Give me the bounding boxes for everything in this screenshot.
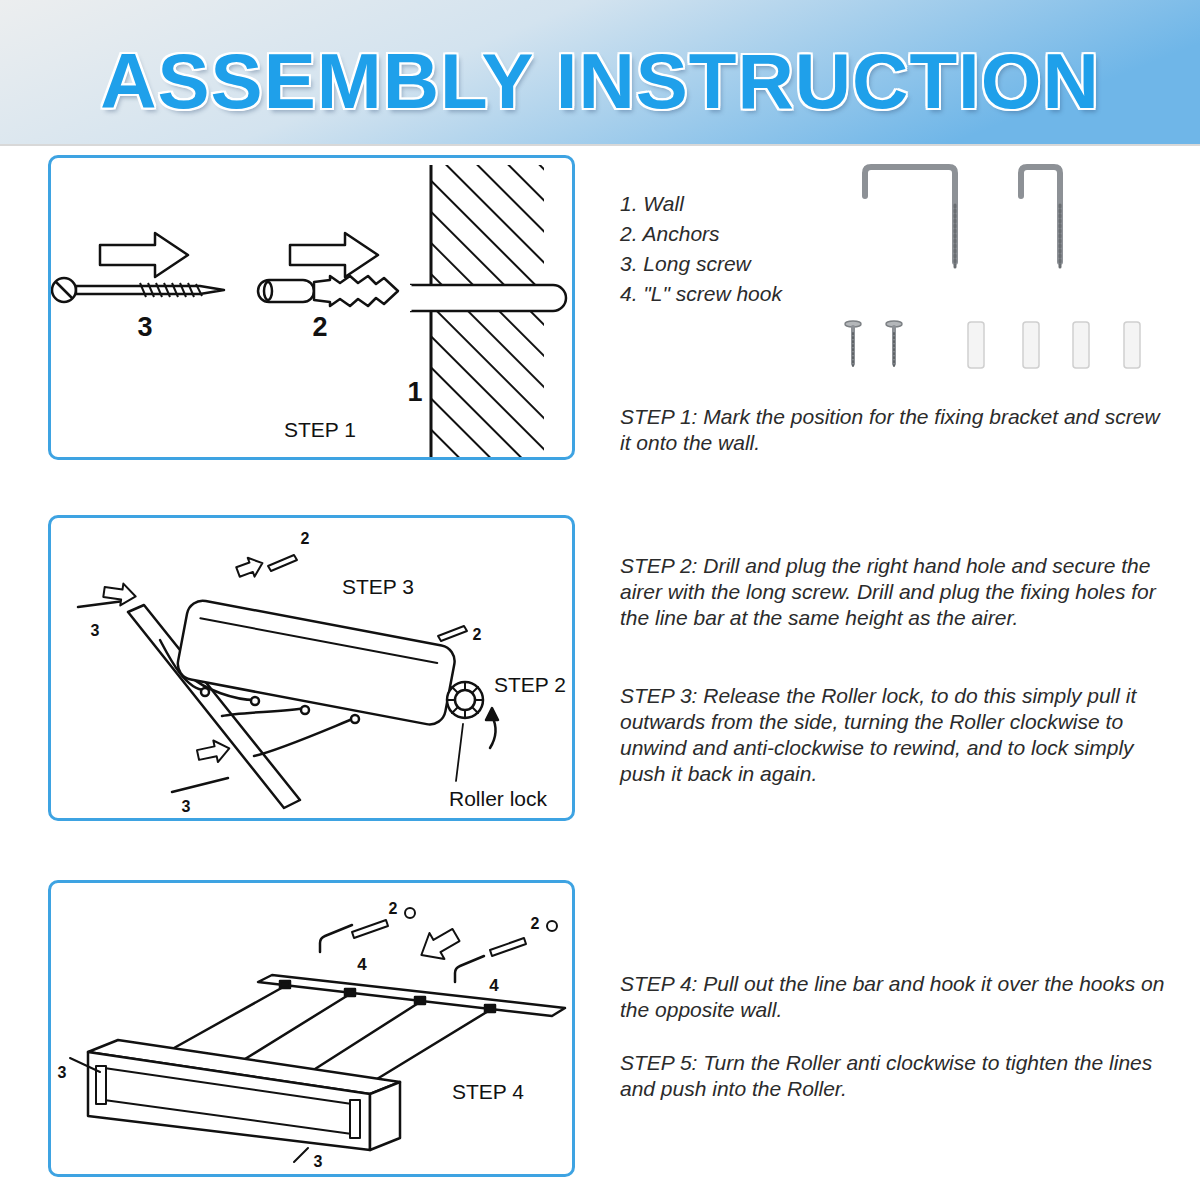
callout-number: 2: [301, 530, 310, 548]
callout-number: 2: [531, 915, 540, 933]
title-banner: [0, 0, 1200, 145]
callout-number: 3: [58, 1064, 67, 1082]
callout-number: 3: [182, 798, 191, 816]
parts-list-item: 3. Long screw: [620, 251, 1168, 277]
step-panel: 3 2 1STEP 1: [48, 155, 575, 460]
callout-number: 3: [91, 622, 100, 640]
airer-illustration: [78, 554, 498, 808]
callout-number: 3: [137, 313, 152, 343]
callout-number: 4: [489, 977, 498, 996]
parts-list-item: 4. "L" screw hook: [620, 281, 1168, 307]
step-caption: Roller lock: [449, 787, 547, 810]
step-caption: STEP 3: [342, 575, 414, 598]
step-instruction: STEP 3: Release the Roller lock, to do t…: [620, 683, 1168, 787]
callout-number: 2: [473, 626, 482, 644]
step1-illustration: [52, 165, 566, 457]
step-instruction: STEP 4: Pull out the line bar and hook i…: [620, 971, 1168, 1023]
callout-number: 2: [389, 900, 398, 918]
callout-number: 2: [312, 313, 327, 343]
callout-number: 3: [314, 1153, 323, 1171]
installed-airer-illustration: [70, 908, 565, 1162]
step-instruction: STEP 2: Drill and plug the right hand ho…: [620, 553, 1168, 631]
step-instruction: STEP 5: Turn the Roller anti clockwise t…: [620, 1050, 1168, 1102]
step-panel: 24243STEP 43: [48, 880, 575, 1177]
step-instruction: STEP 1: Mark the position for the fixing…: [620, 404, 1168, 456]
step-caption: STEP 2: [494, 673, 566, 696]
callout-number: 1: [407, 378, 422, 408]
step-caption: STEP 4: [452, 1080, 524, 1103]
step-caption: STEP 1: [284, 418, 356, 441]
parts-list-item: 1. Wall: [620, 191, 1168, 217]
hardware-photo: [845, 167, 1140, 368]
step-panel: 2STEP 332STEP 23Roller lock: [48, 515, 575, 821]
parts-list-item: 2. Anchors: [620, 221, 1168, 247]
banner-rule: [0, 144, 1200, 146]
title-heading: ASSEMBLY INSTRUCTION: [0, 42, 1200, 120]
callout-number: 4: [357, 956, 366, 975]
